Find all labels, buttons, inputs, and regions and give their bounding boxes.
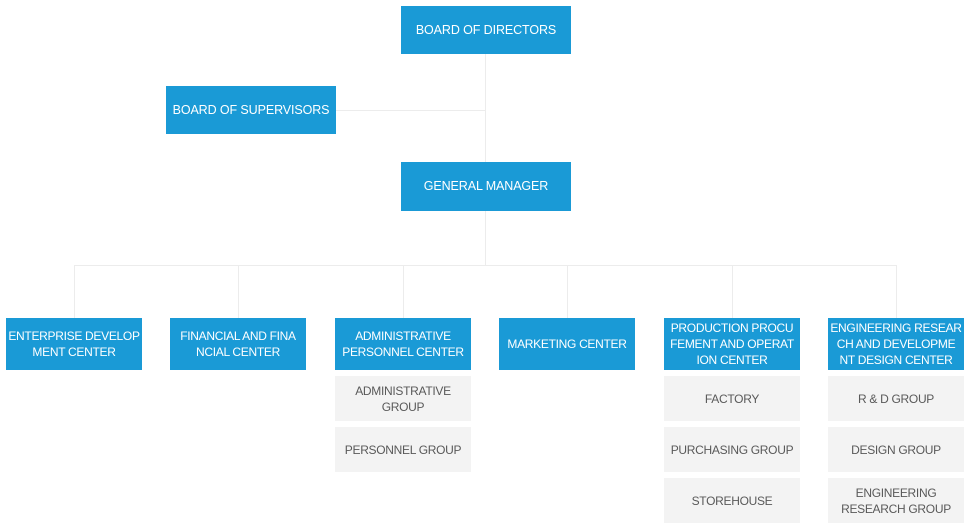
connector-dept-stub-2 xyxy=(238,265,239,318)
org-node-storehouse[interactable]: STOREHOUSE xyxy=(664,478,800,523)
node-label: ENGINEERING RESEARCH GROUP xyxy=(841,485,951,516)
dept-column-4: MARKETING CENTER xyxy=(499,318,635,370)
org-node-board-of-directors[interactable]: BOARD OF DIRECTORS xyxy=(401,6,571,54)
node-label: ADMINISTRATIVE PERSONNEL CENTER xyxy=(342,329,464,359)
org-node-administrative-group[interactable]: ADMINISTRATIVE GROUP xyxy=(335,376,471,421)
node-label: PERSONNEL GROUP xyxy=(344,442,462,457)
connector-dept-stub-1 xyxy=(74,265,75,318)
dept-column-3: ADMINISTRATIVE PERSONNEL CENTER ADMINIST… xyxy=(335,318,471,472)
connector-dept-stub-5 xyxy=(732,265,733,318)
node-label: ENTERPRISE DEVELOP MENT CENTER xyxy=(8,329,140,359)
node-label: BOARD OF DIRECTORS xyxy=(415,22,557,37)
node-label: PRODUCTION PROCU FEMENT AND OPERAT ION C… xyxy=(670,321,794,367)
node-label: GENERAL MANAGER xyxy=(423,179,549,193)
org-node-enterprise-development-center[interactable]: ENTERPRISE DEVELOP MENT CENTER xyxy=(6,318,142,370)
connector-dept-stub-6 xyxy=(896,265,897,318)
org-node-production-procurement-operation-center[interactable]: PRODUCTION PROCU FEMENT AND OPERAT ION C… xyxy=(664,318,800,370)
node-label: FINANCIAL AND FINA NCIAL CENTER xyxy=(180,329,296,359)
connector-departments-rail xyxy=(74,265,896,266)
dept-column-2: FINANCIAL AND FINA NCIAL CENTER xyxy=(170,318,306,370)
org-node-factory[interactable]: FACTORY xyxy=(664,376,800,421)
connector-dept-stub-4 xyxy=(567,265,568,318)
org-node-purchasing-group[interactable]: PURCHASING GROUP xyxy=(664,427,800,472)
org-node-personnel-group[interactable]: PERSONNEL GROUP xyxy=(335,427,471,472)
org-node-marketing-center[interactable]: MARKETING CENTER xyxy=(499,318,635,370)
org-node-financial-center[interactable]: FINANCIAL AND FINA NCIAL CENTER xyxy=(170,318,306,370)
dept-column-5: PRODUCTION PROCU FEMENT AND OPERAT ION C… xyxy=(664,318,800,523)
connector-manager-drop xyxy=(485,211,486,265)
node-label: ENGINEERING RESEAR CH AND DEVELOPME NT D… xyxy=(830,321,962,367)
org-node-administrative-personnel-center[interactable]: ADMINISTRATIVE PERSONNEL CENTER xyxy=(335,318,471,370)
node-label: BOARD OF SUPERVISORS xyxy=(172,102,330,117)
org-node-engineering-research-group[interactable]: ENGINEERING RESEARCH GROUP xyxy=(828,478,964,523)
org-node-general-manager[interactable]: GENERAL MANAGER xyxy=(401,162,571,211)
connector-dept-stub-3 xyxy=(403,265,404,318)
org-node-design-group[interactable]: DESIGN GROUP xyxy=(828,427,964,472)
node-label: STOREHOUSE xyxy=(691,493,773,508)
node-label: DESIGN GROUP xyxy=(851,442,941,457)
connector-supervisors-elbow xyxy=(336,110,486,111)
org-node-rd-group[interactable]: R & D GROUP xyxy=(828,376,964,421)
node-label: FACTORY xyxy=(704,391,760,406)
org-node-engineering-rd-design-center[interactable]: ENGINEERING RESEAR CH AND DEVELOPME NT D… xyxy=(828,318,964,370)
node-label: ADMINISTRATIVE GROUP xyxy=(355,383,451,414)
org-node-board-of-supervisors[interactable]: BOARD OF SUPERVISORS xyxy=(166,86,336,134)
connector-directors-drop xyxy=(485,54,486,162)
dept-column-1: ENTERPRISE DEVELOP MENT CENTER xyxy=(6,318,142,370)
node-label: R & D GROUP xyxy=(857,391,935,406)
node-label: PURCHASING GROUP xyxy=(670,442,794,457)
dept-column-6: ENGINEERING RESEAR CH AND DEVELOPME NT D… xyxy=(828,318,964,523)
node-label: MARKETING CENTER xyxy=(507,337,627,351)
